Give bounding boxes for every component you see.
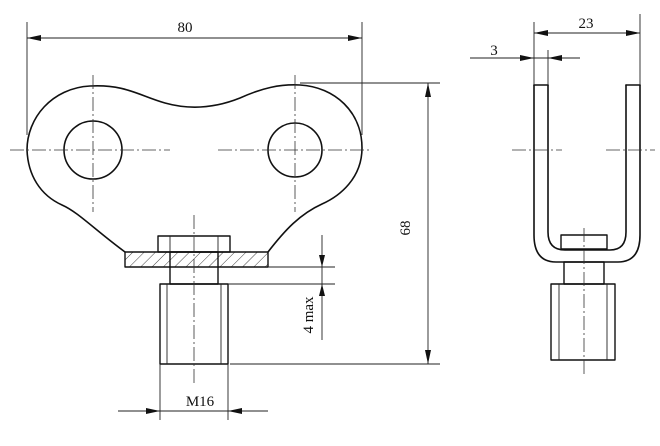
side-sleeve [550, 283, 616, 361]
depth-label: 23 [579, 16, 594, 32]
key-wing-outline [26, 84, 363, 253]
dimension-thread: M16 [118, 364, 268, 420]
front-view [10, 75, 370, 385]
height-label: 68 [398, 221, 414, 236]
dimension-depth: 23 [533, 14, 641, 85]
dimension-height: 68 [230, 82, 440, 365]
max-projection-label: 4 max [301, 296, 317, 334]
arrow-left [27, 35, 41, 41]
width-label: 80 [178, 20, 193, 36]
clevis-inner [547, 84, 627, 251]
dimension-max-projection: 4 max [228, 235, 335, 340]
thread-label: M16 [186, 394, 215, 410]
dimension-width: 80 [26, 20, 363, 135]
base-section-hatch [125, 252, 268, 267]
wall-thickness-label: 3 [490, 43, 498, 59]
arrow-bottom [425, 350, 431, 364]
side-view [512, 84, 655, 375]
arrow-right [348, 35, 362, 41]
arrow-top [425, 83, 431, 97]
dimension-wall: 3 [470, 43, 580, 85]
